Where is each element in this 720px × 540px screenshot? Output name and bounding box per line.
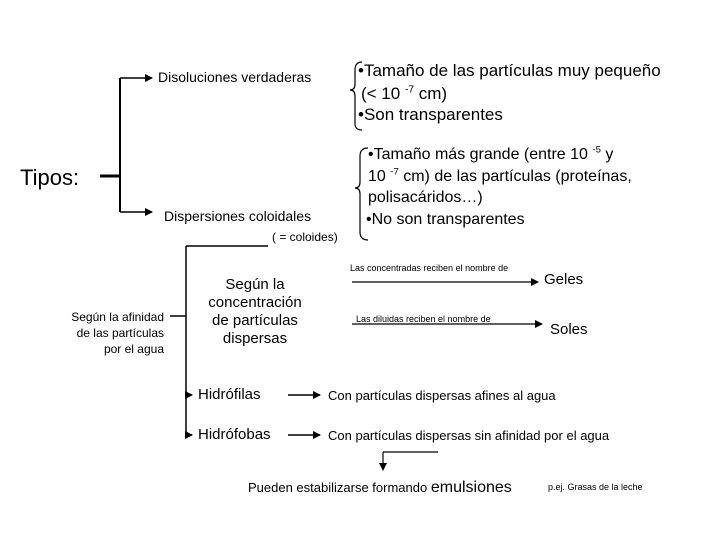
afinidad-line-2: de las partículas xyxy=(76,326,164,340)
disoluciones-bullet-1: •Tamaño de las partículas muy pequeño xyxy=(358,61,661,80)
disoluciones-size-post: cm) xyxy=(414,84,448,103)
result-geles: Geles xyxy=(544,271,584,288)
dispersiones-b1l1-pre: •Tamaño más grande (entre 10 xyxy=(368,146,593,163)
hidrofilas-label: Hidrófilas xyxy=(198,386,261,403)
hidrofobas-desc: Con partículas dispersas sin afinidad po… xyxy=(328,428,610,443)
afinidad-line-3: por el agua xyxy=(103,342,164,356)
dispersiones-label: Dispersiones coloidales xyxy=(164,208,312,224)
emulsiones-example: p.ej. Grasas de la leche xyxy=(548,482,643,492)
emulsiones-text: Pueden estabilizarse formando emulsiones xyxy=(248,480,512,496)
concentracion-line-2: concentración xyxy=(208,294,302,311)
dispersiones-b1l1-exp: -5 xyxy=(592,144,601,156)
disoluciones-size-range: (< 10 -7 cm) xyxy=(361,85,447,102)
afinidad-line-1: Según la afinidad xyxy=(71,310,164,324)
disoluciones-size-exp: -7 xyxy=(404,84,415,96)
concentracion-line-3: de partículas xyxy=(212,312,298,329)
brace-dispersiones xyxy=(354,147,369,241)
disoluciones-size-pre: (< 10 xyxy=(361,84,405,103)
concentracion-line-1: Según la xyxy=(225,276,285,293)
concentracion-label: Según la concentración de partículas dis… xyxy=(192,276,318,348)
dispersiones-b1l1-post: y xyxy=(600,146,614,163)
hidrofilas-desc: Con partículas dispersas afines al agua xyxy=(328,388,556,403)
emulsiones-pre: Pueden estabilizarse formando xyxy=(248,480,431,495)
dispersiones-b1l2-post: cm) de las partículas (proteínas, xyxy=(398,168,632,185)
dispersiones-b1l2-exp: -7 xyxy=(390,166,399,178)
tipos-label: Tipos: xyxy=(20,165,80,190)
dispersiones-bullet-1-line-3: polisacáridos…) xyxy=(368,189,483,206)
dispersiones-bullet-1-line-2: 10 -7 cm) de las partículas (proteínas, xyxy=(368,166,632,185)
hidrofobas-label: Hidrófobas xyxy=(198,426,271,443)
afinidad-label: Según la afinidad de las partículas por … xyxy=(40,309,164,357)
dispersiones-b1l2-pre: 10 xyxy=(368,168,391,185)
note-concentradas: Las concentradas reciben el nombre de xyxy=(350,263,509,273)
concentracion-line-4: dispersas xyxy=(222,330,288,347)
dispersiones-bullet-1-line-1: •Tamaño más grande (entre 10 -5 y xyxy=(368,144,614,163)
note-diluidas: Las diluidas reciben el nombre de xyxy=(356,314,491,324)
dispersiones-bullet-2: •No son transparentes xyxy=(366,211,525,228)
dispersiones-sublabel: ( = coloides) xyxy=(272,230,338,244)
brace-disoluciones xyxy=(349,61,363,131)
result-soles: Soles xyxy=(550,321,588,338)
disoluciones-label: Disoluciones verdaderas xyxy=(158,69,312,85)
emulsiones-big: emulsiones xyxy=(430,479,512,496)
disoluciones-bullet-2: •Son transparentes xyxy=(358,105,503,124)
